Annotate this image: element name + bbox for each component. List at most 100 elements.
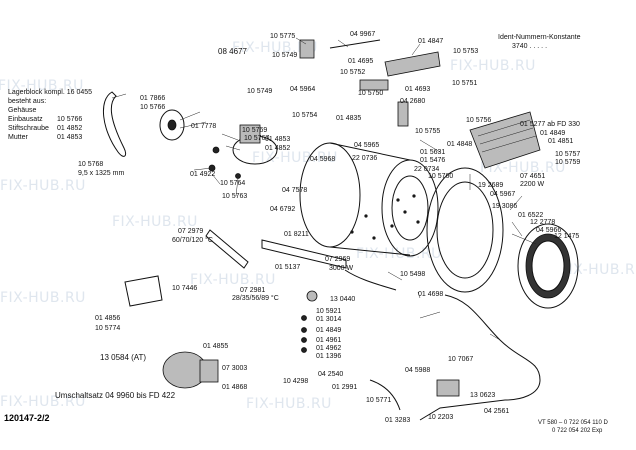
watermark: FIX-HUB.RU bbox=[0, 394, 86, 410]
clip bbox=[397, 101, 409, 127]
thermostat bbox=[306, 290, 318, 302]
part-label: 13 0623 bbox=[470, 392, 496, 399]
ident-title: Ident-Nummern-Konstante bbox=[498, 34, 581, 41]
heating-element-3000w bbox=[261, 239, 347, 269]
bearing-block bbox=[239, 124, 261, 144]
part-label: 10 5755 bbox=[415, 128, 441, 135]
part-label: 01 8211 bbox=[284, 231, 309, 238]
part-label: 13 0584 (AT) bbox=[100, 353, 147, 362]
part-label: 01 4856 bbox=[95, 315, 121, 322]
part-label: 01 4852 bbox=[265, 145, 291, 152]
part-label: 10 5921 bbox=[316, 308, 342, 315]
part-label: 12 2778 bbox=[530, 219, 556, 226]
part-label: 01 4868 bbox=[222, 384, 248, 391]
watermark: FIX-HUB.RU bbox=[560, 262, 636, 278]
drum-perforations bbox=[350, 194, 420, 240]
drum-body bbox=[329, 142, 411, 256]
part-label: 01 4847 bbox=[418, 38, 444, 45]
part-label: 01 4695 bbox=[348, 58, 374, 65]
part-label: 08 4677 bbox=[218, 47, 247, 56]
part-label: 07 2979 bbox=[178, 228, 204, 235]
ident-value: 3740 . . . . . bbox=[512, 43, 548, 50]
hose-2 bbox=[369, 379, 401, 411]
top-bracket bbox=[384, 51, 441, 77]
bracket bbox=[359, 79, 389, 91]
watermark: FIX-HUB.RU bbox=[252, 150, 338, 166]
part-label: 07 3003 bbox=[222, 365, 248, 372]
part-label: 01 7866 bbox=[140, 95, 166, 102]
part-label: 01 5137 bbox=[275, 264, 301, 271]
part-label: 10 5767 bbox=[244, 135, 270, 142]
part-label: 01 4851 bbox=[548, 138, 574, 145]
part-label: 12 1475 bbox=[554, 233, 580, 240]
cover-panel bbox=[124, 275, 163, 307]
part-label: 04 2540 bbox=[318, 371, 344, 378]
bolt bbox=[301, 327, 307, 333]
rail bbox=[329, 39, 381, 49]
washer bbox=[301, 337, 307, 343]
part-label: 01 4698 bbox=[418, 291, 444, 298]
legend-line2: besteht aus: bbox=[8, 98, 47, 105]
part-label: 01 4849 bbox=[540, 130, 566, 137]
part-label: 10 5764 bbox=[220, 180, 246, 187]
tub-front bbox=[426, 167, 504, 293]
part-label: 01 4922 bbox=[190, 171, 216, 178]
legend-row2-num: 01 4852 bbox=[57, 125, 83, 132]
part-label: 19 2689 bbox=[478, 182, 504, 189]
drive-belt bbox=[102, 91, 127, 157]
watermark: FIX-HUB.RU bbox=[232, 40, 318, 56]
part-label: 10 7067 bbox=[448, 356, 474, 363]
part-label: 01 4961 bbox=[316, 337, 342, 344]
part-label: 2200 W bbox=[520, 181, 545, 188]
part-label: 04 5968 bbox=[310, 156, 336, 163]
part-label: 01 5631 bbox=[420, 149, 446, 156]
pulley bbox=[159, 109, 185, 141]
part-label: 01 7778 bbox=[191, 123, 217, 130]
legend-row3-name: Mutter bbox=[8, 134, 28, 141]
part-label: 10 5771 bbox=[366, 397, 392, 404]
part-label: 10 5757 bbox=[555, 151, 581, 158]
part-label: 10 7446 bbox=[172, 285, 198, 292]
part-label: 13 0440 bbox=[330, 296, 356, 303]
legend-line1: Lagerblock kompl. 16 0455 bbox=[8, 89, 93, 96]
part-label: 01 4853 bbox=[265, 136, 291, 143]
part-label: 04 5965 bbox=[354, 142, 380, 149]
part-label: 10 5750 bbox=[358, 90, 384, 97]
part-label: 04 2680 bbox=[400, 98, 426, 105]
part-label: 01 1396 bbox=[316, 353, 342, 360]
pump-motor bbox=[199, 359, 219, 383]
belt-size: 9,5 x 1325 mm bbox=[78, 170, 125, 177]
drain-hose bbox=[419, 294, 541, 421]
legend-row2-name: Stiftschraube bbox=[8, 125, 49, 132]
vt-line2: 0 722 054 202 Exp bbox=[552, 428, 603, 434]
vt-line1: VT 580 – 0 722 054 110 D bbox=[538, 420, 608, 426]
watermark: FIX-HUB.RU bbox=[190, 272, 276, 288]
legend-line3: Gehäuse bbox=[8, 107, 37, 114]
legend-row3-num: 01 4853 bbox=[57, 134, 83, 141]
part-label: 22 0736 bbox=[352, 155, 378, 162]
part-label: 04 5967 bbox=[490, 191, 516, 198]
part-label: 19 3086 bbox=[492, 203, 518, 210]
part-label: 10 5753 bbox=[453, 48, 479, 55]
bolt bbox=[301, 315, 307, 321]
part-label: 10 5752 bbox=[340, 69, 366, 76]
bearing-screw bbox=[235, 173, 241, 179]
watermark: FIX-HUB.RU bbox=[0, 78, 84, 94]
part-label: 10 4298 bbox=[283, 378, 309, 385]
part-label: 04 7578 bbox=[282, 187, 308, 194]
part-label: 01 4835 bbox=[336, 115, 362, 122]
bearing-nut bbox=[212, 146, 220, 154]
part-label: 01 3283 bbox=[385, 417, 411, 424]
door-seal-opening bbox=[531, 240, 565, 292]
part-label: 10 2203 bbox=[428, 414, 454, 421]
watermark: FIX-HUB.RU bbox=[112, 214, 198, 230]
part-label: 10 5756 bbox=[466, 117, 492, 124]
part-label: 10 5774 bbox=[95, 325, 121, 332]
drum-front bbox=[381, 159, 439, 257]
pressure-switch bbox=[436, 379, 460, 397]
watermark: FIX-HUB.RU bbox=[0, 178, 86, 194]
watermark: FIX-HUB.RU bbox=[0, 290, 86, 306]
heating-element-2200w bbox=[205, 229, 249, 269]
